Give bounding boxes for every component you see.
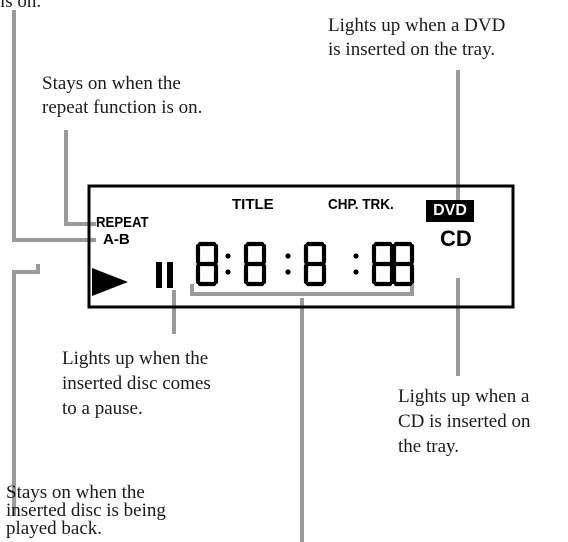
separator-dot [353, 253, 359, 259]
play-icon [92, 268, 128, 296]
caption-line: CD is inserted on [398, 411, 531, 432]
caption-line: is on. [0, 0, 42, 12]
pause-icon [156, 262, 173, 288]
caption-play: Stays on when the inserted disc is being… [6, 482, 166, 539]
caption-line: is inserted on the tray. [328, 39, 496, 60]
leader-line-repeat-ab [12, 10, 96, 242]
caption-dvd: Lights up when a DVD is inserted on the … [328, 14, 505, 62]
caption-line: Stays on when the [42, 73, 181, 94]
caption-repeat-ab: is on. [0, 0, 41, 14]
caption-line: Lights up when a [398, 386, 530, 407]
chp-trk-label: CHP. TRK. [328, 196, 394, 213]
leader-line-repeat [64, 130, 96, 226]
digits-bracket [190, 284, 414, 296]
caption-line: inserted disc is being [6, 500, 166, 521]
repeat-label: REPEAT [96, 214, 149, 231]
title-label: TITLE [232, 196, 274, 213]
cd-label: CD [440, 226, 472, 251]
dvd-badge [426, 200, 474, 222]
ab-label: A-B [103, 231, 130, 248]
separator-dot [225, 253, 231, 259]
separator-dot [353, 269, 359, 275]
caption-line: the tray. [398, 436, 460, 457]
caption-line: to a pause. [62, 398, 143, 419]
separator-dot [285, 253, 291, 259]
seven-segment-digits [195, 241, 415, 287]
caption-line: Lights up when the [62, 348, 209, 369]
caption-cd: Lights up when a CD is inserted on the t… [398, 384, 530, 459]
display-frame [87, 184, 515, 309]
separator-dot [225, 269, 231, 275]
leader-line-play [12, 264, 40, 516]
caption-pause: Lights up when the inserted disc comes t… [62, 346, 211, 421]
dvd-label: DVD [433, 202, 467, 219]
caption-repeat: Stays on when the repeat function is on. [42, 72, 202, 120]
caption-line: inserted disc comes [62, 373, 211, 394]
caption-line: played back. [6, 518, 103, 539]
caption-line: repeat function is on. [42, 97, 203, 118]
caption-line: Stays on when the [6, 482, 145, 503]
caption-line: Lights up when a DVD [328, 15, 506, 36]
separator-dot [285, 269, 291, 275]
